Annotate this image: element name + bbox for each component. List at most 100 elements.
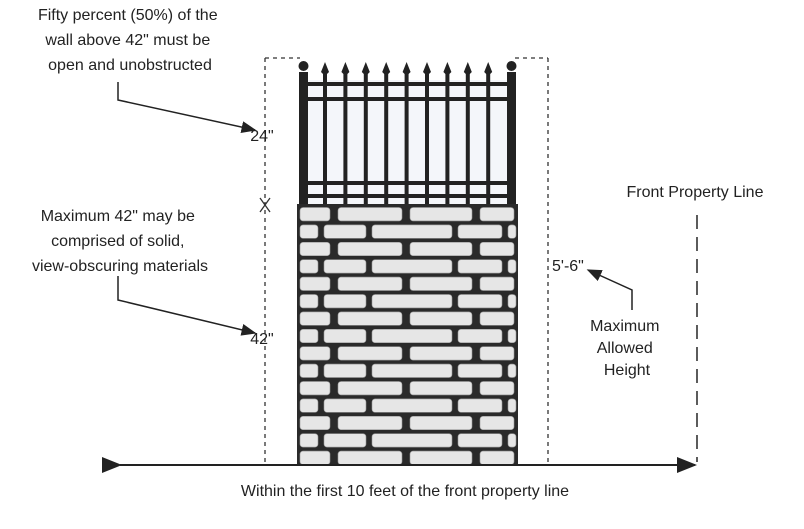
fence-post-right xyxy=(507,72,516,206)
brick xyxy=(299,224,319,239)
brick xyxy=(337,311,403,326)
brick xyxy=(507,363,517,378)
brick xyxy=(409,381,473,396)
brick xyxy=(337,381,403,396)
brick xyxy=(507,398,517,413)
picket-spike-icon xyxy=(423,62,431,76)
brick xyxy=(299,450,331,465)
brick xyxy=(479,381,515,396)
brick xyxy=(371,433,453,448)
brick xyxy=(507,294,517,309)
brick xyxy=(323,433,367,448)
fence-picket xyxy=(486,72,491,206)
open-note: Fifty percent (50%) of the wall above 42… xyxy=(38,7,222,74)
fence-picket xyxy=(445,72,450,206)
brick xyxy=(479,242,515,257)
picket-spike-icon xyxy=(402,62,411,76)
fence-rail xyxy=(303,82,511,86)
brick xyxy=(507,259,517,274)
picket-spike-icon xyxy=(341,62,350,76)
brick-wall xyxy=(297,204,518,466)
fence-picket xyxy=(343,72,348,206)
post-cap-icon xyxy=(298,61,309,71)
brick xyxy=(337,346,403,361)
brick xyxy=(337,242,403,257)
solid-note-line: view-obscuring materials xyxy=(32,258,208,275)
brick xyxy=(323,363,367,378)
brick xyxy=(457,294,503,309)
brick xyxy=(479,276,515,291)
brick xyxy=(337,276,403,291)
brick xyxy=(337,207,403,222)
brick xyxy=(457,398,503,413)
brick xyxy=(479,207,515,222)
fence-pickets xyxy=(321,62,493,206)
picket-spike-icon xyxy=(361,62,370,76)
brick xyxy=(371,328,453,343)
brick xyxy=(457,328,503,343)
fence-picket xyxy=(404,72,409,206)
brick xyxy=(299,346,331,361)
brick xyxy=(479,415,515,430)
brick xyxy=(337,415,403,430)
fence-picket xyxy=(363,72,368,206)
max-height-line: Allowed xyxy=(597,340,653,357)
fence-rail xyxy=(303,194,511,198)
brick xyxy=(409,207,473,222)
fence-post-left xyxy=(299,72,308,206)
brick xyxy=(299,276,331,291)
max-height-line: Maximum xyxy=(590,318,659,335)
brick xyxy=(371,224,453,239)
brick xyxy=(299,363,319,378)
brick xyxy=(457,363,503,378)
fence-picket xyxy=(384,72,389,206)
solid-note-line: comprised of solid, xyxy=(51,233,184,250)
post-cap-icon xyxy=(506,61,517,71)
brick xyxy=(299,242,331,257)
dimension-42: 42" xyxy=(250,331,273,348)
picket-spike-icon xyxy=(321,62,329,76)
dimension-lines xyxy=(102,57,698,473)
brick xyxy=(299,328,319,343)
brick xyxy=(409,242,473,257)
brick xyxy=(457,224,503,239)
brick xyxy=(507,224,517,239)
brick xyxy=(371,259,453,274)
brick xyxy=(323,328,367,343)
brick xyxy=(371,363,453,378)
brick xyxy=(457,433,503,448)
brick xyxy=(371,294,453,309)
max-height-line: Height xyxy=(604,362,651,379)
fence-picket xyxy=(425,72,429,206)
brick xyxy=(299,433,319,448)
picket-spike-icon xyxy=(443,62,452,76)
picket-spike-icon xyxy=(382,62,391,76)
dimension-total: 5'-6" xyxy=(552,258,584,275)
brick xyxy=(409,346,473,361)
solid-note-line: Maximum 42" may be xyxy=(41,208,195,225)
open-note-line: wall above 42" must be xyxy=(44,32,210,49)
iron-fence xyxy=(298,61,517,206)
property-line-label: Front Property Line xyxy=(627,184,764,201)
brick xyxy=(337,450,403,465)
brick xyxy=(299,259,319,274)
brick xyxy=(299,311,331,326)
brick xyxy=(409,311,473,326)
brick xyxy=(371,398,453,413)
brick xyxy=(409,276,473,291)
brick xyxy=(323,398,367,413)
open-note-line: open and unobstructed xyxy=(48,57,212,74)
dimension-24: 24" xyxy=(250,128,273,145)
brick xyxy=(323,224,367,239)
brick xyxy=(299,207,331,222)
fence-picket xyxy=(465,72,470,206)
open-note-line: Fifty percent (50%) of the xyxy=(38,7,218,24)
fence-rail xyxy=(303,97,511,101)
max-height-label: Maximum Allowed Height xyxy=(590,318,664,379)
brick xyxy=(323,259,367,274)
brick xyxy=(299,294,319,309)
fence-rail xyxy=(303,181,511,185)
picket-spike-icon xyxy=(463,62,472,76)
brick xyxy=(479,346,515,361)
